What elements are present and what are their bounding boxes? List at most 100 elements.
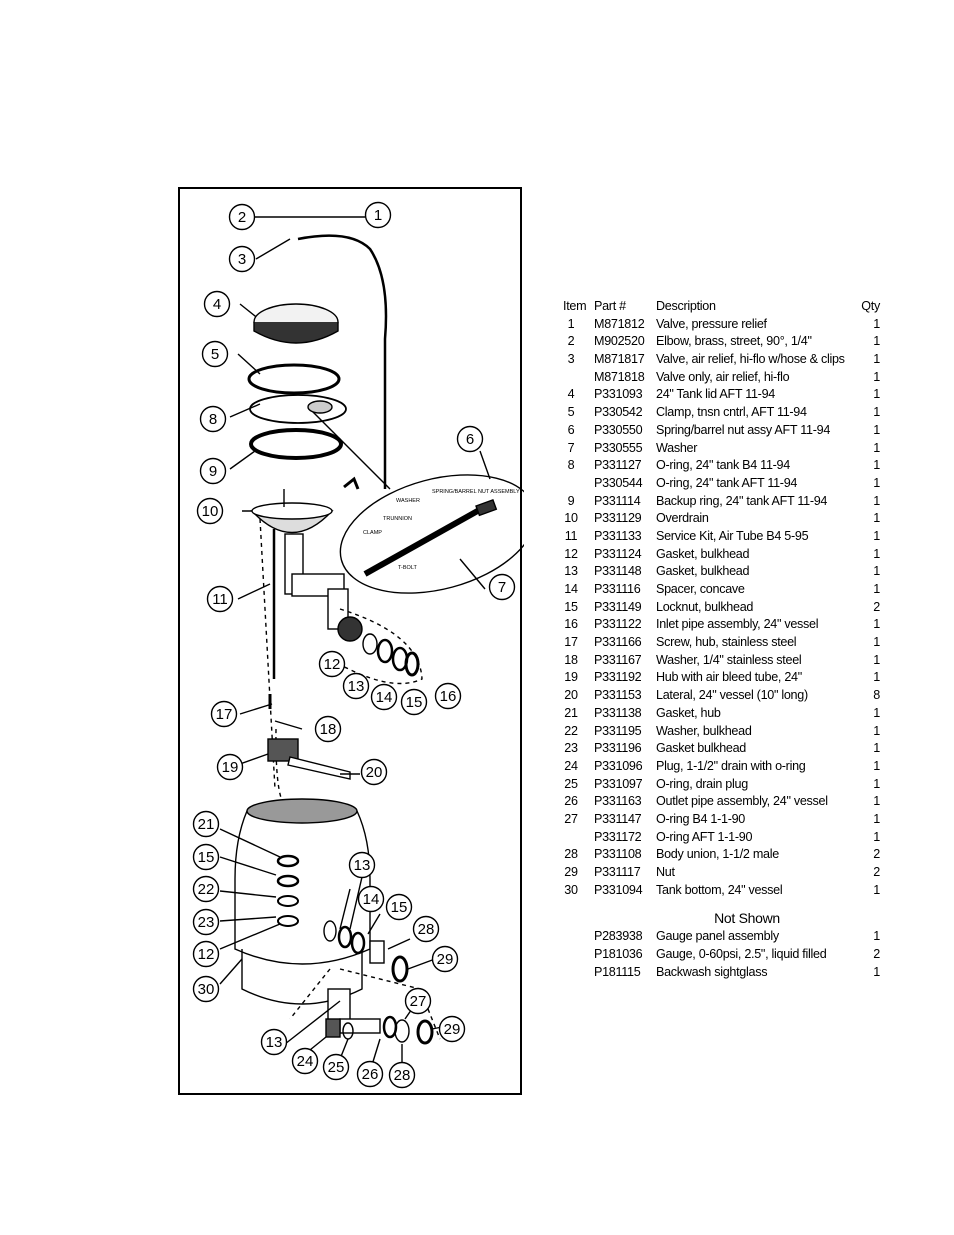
description: Lateral, 24" vessel (10" long) — [656, 688, 808, 703]
callout-number: 27 — [410, 993, 427, 1010]
callout-circle — [291, 1047, 319, 1075]
callout-circle — [348, 851, 376, 879]
item-number: 14 — [564, 582, 578, 596]
callout-number: 13 — [348, 678, 365, 695]
item-number: 21 — [564, 705, 578, 720]
callout-number: 14 — [363, 891, 380, 908]
part-number: P330542 — [594, 405, 643, 420]
item-number: 9 — [567, 493, 575, 508]
quantity: 1 — [873, 741, 880, 756]
callout-number: 15 — [391, 899, 408, 916]
callout-circle — [412, 915, 440, 943]
callout-circle — [192, 940, 220, 968]
quantity: 1 — [873, 829, 880, 844]
detail-label-t-bolt: T-BOLT — [398, 565, 417, 571]
callout-circle — [456, 425, 484, 453]
item-number: 7 — [567, 440, 575, 455]
part-number: P331108 — [594, 847, 642, 862]
part-number: M871817 — [594, 352, 645, 367]
quantity: 1 — [873, 528, 880, 543]
quantity: 1 — [873, 546, 880, 561]
callout-circle — [388, 1061, 416, 1089]
item-number: 29 — [564, 865, 578, 879]
quantity: 1 — [873, 811, 880, 826]
detail-label-trunnion: TRUNNION — [383, 516, 412, 522]
part-number: P330550 — [594, 422, 643, 437]
callout-number: 1 — [374, 207, 382, 224]
callout-circle — [192, 908, 220, 936]
callout-number: 29 — [444, 1021, 461, 1038]
item-number: 20 — [564, 688, 578, 703]
quantity: 1 — [873, 334, 880, 349]
part-number: P331124 — [594, 546, 642, 561]
item-number: 30 — [564, 882, 578, 897]
callout-circle — [360, 758, 388, 786]
header-qty: Qty — [861, 299, 880, 313]
item-number: 26 — [564, 794, 578, 809]
part-number: P331133 — [594, 528, 642, 543]
not-shown-title: Not Shown — [714, 910, 780, 927]
callout-circle — [203, 290, 231, 318]
quantity: 1 — [873, 493, 880, 508]
part-number: P330555 — [594, 440, 643, 455]
callout-circle — [322, 1053, 350, 1081]
description: Gauge panel assembly — [656, 929, 779, 944]
diagram-drawing: 1234589101167121314151617181920211522231… — [192, 201, 524, 1089]
quantity: 1 — [873, 670, 880, 685]
part-number: M871818 — [594, 369, 645, 384]
item-number: 28 — [564, 847, 578, 862]
callout-number: 8 — [209, 411, 217, 428]
part-number: P331166 — [594, 635, 642, 650]
callout-circle — [228, 203, 256, 231]
item-number: 27 — [564, 811, 578, 826]
quantity: 1 — [873, 705, 880, 720]
callout-circle — [314, 715, 342, 743]
part-number: P181036 — [594, 947, 643, 962]
part-number: P331097 — [594, 776, 643, 791]
part-number: P331148 — [594, 564, 642, 579]
callout-circle — [192, 810, 220, 838]
quantity: 1 — [873, 316, 880, 331]
description: Spring/barrel nut assy AFT 11-94 — [656, 422, 831, 437]
callout-number: 13 — [354, 857, 371, 874]
part-number: P330544 — [594, 475, 643, 490]
item-number: 23 — [564, 741, 578, 756]
description: Overdrain — [656, 511, 709, 526]
callout-circle — [488, 573, 516, 601]
callout-number: 29 — [437, 951, 454, 968]
callout-number: 12 — [324, 656, 341, 673]
part-number: P331122 — [594, 617, 642, 632]
description: Valve, pressure relief — [656, 316, 767, 331]
item-number: 18 — [564, 652, 578, 667]
description: Valve, air relief, hi-flo w/hose & clips — [656, 352, 845, 367]
description: Spacer, concave — [656, 582, 745, 596]
header-item: Item — [563, 299, 587, 313]
callout-circle — [201, 340, 229, 368]
quantity: 1 — [873, 964, 880, 979]
part-number: P331192 — [594, 670, 642, 685]
part-number: P331163 — [594, 794, 642, 809]
part-number: P331149 — [594, 599, 642, 614]
quantity: 1 — [873, 776, 880, 791]
callout-number: 11 — [212, 591, 228, 608]
callout-circle — [385, 893, 413, 921]
quantity: 1 — [873, 405, 880, 420]
callout-number: 19 — [222, 759, 239, 776]
quantity: 1 — [873, 794, 880, 809]
